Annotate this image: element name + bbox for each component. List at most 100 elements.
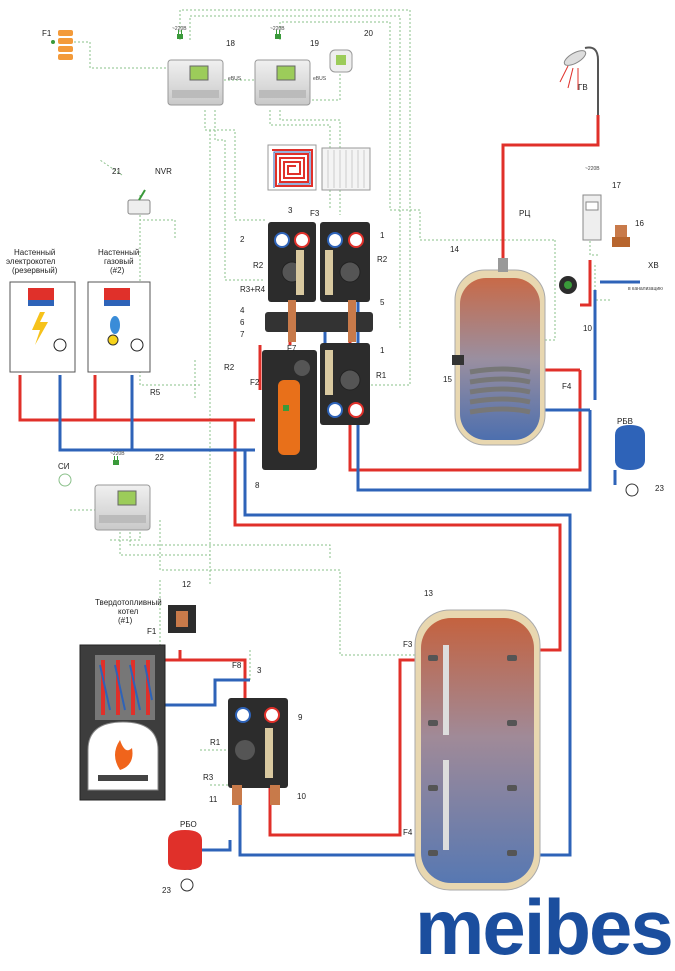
label-ebus-19: eBUS <box>313 76 327 82</box>
num-8: 8 <box>255 481 260 490</box>
manifold-6 <box>265 300 373 342</box>
pump-group-1-top <box>320 222 370 302</box>
label-f1-b: F1 <box>147 627 157 636</box>
controller-19 <box>254 59 311 106</box>
num-18: 18 <box>226 39 235 48</box>
num-14: 14 <box>450 245 459 254</box>
num-12: 12 <box>182 580 191 589</box>
solid-fuel-boiler <box>79 644 166 801</box>
label-r2-b: R2 <box>377 255 388 264</box>
num-21: 21 <box>112 167 121 176</box>
num-10a: 10 <box>583 324 592 333</box>
num-22: 22 <box>155 453 164 462</box>
thermometer-15-icon <box>452 355 464 365</box>
num-9: 9 <box>298 713 303 722</box>
label-r1-a: R1 <box>376 371 387 380</box>
label-f3-b: F3 <box>403 640 413 649</box>
meibes-logo: meibes <box>415 883 674 971</box>
label-gas-boiler-1: Настенный <box>98 248 139 257</box>
label-solid-boiler-3: (#1) <box>118 616 133 625</box>
label-rbv: РБВ <box>617 417 633 426</box>
num-1a: 1 <box>380 231 385 240</box>
num-3a: 3 <box>288 206 293 215</box>
circulation-pump-icon <box>559 276 577 294</box>
label-solid-boiler-1: Твердотопливный <box>95 598 162 607</box>
plug-22-icon <box>113 456 119 465</box>
room-thermostat-20 <box>329 49 353 73</box>
num-20: 20 <box>364 29 373 38</box>
label-f1-top: F1 <box>42 29 52 38</box>
outdoor-sensor-icon <box>58 473 72 487</box>
meter-17 <box>582 194 602 241</box>
expansion-vessel-rbo <box>168 830 202 892</box>
pump-group-1-bottom <box>320 343 370 425</box>
label-rbo: РБО <box>180 820 197 829</box>
num-23b: 23 <box>162 886 171 895</box>
label-r5: R5 <box>150 388 161 397</box>
label-r2-a: R2 <box>253 261 264 270</box>
label-si: СИ <box>58 462 70 471</box>
label-hv: ХВ <box>648 261 659 270</box>
num-19: 19 <box>310 39 319 48</box>
num-13: 13 <box>424 589 433 598</box>
label-rc: РЦ <box>519 209 530 218</box>
num-15: 15 <box>443 375 452 384</box>
label-solid-boiler-2: котел <box>118 607 139 616</box>
num-23a: 23 <box>655 484 664 493</box>
pump-group-2 <box>268 222 316 302</box>
label-r3-b: R3 <box>203 773 214 782</box>
num-17: 17 <box>612 181 621 190</box>
dhw-tank-14 <box>454 258 546 446</box>
label-voltage-17: ~220В <box>585 166 600 172</box>
hydraulic-separator-8 <box>262 350 317 470</box>
num-3b: 3 <box>257 666 262 675</box>
num-16: 16 <box>635 219 644 228</box>
switch-21 <box>127 189 151 215</box>
label-f8: F8 <box>232 661 242 670</box>
label-r2-c: R2 <box>224 363 235 372</box>
num-5: 5 <box>380 298 385 307</box>
floor-heating-loop <box>267 144 317 191</box>
expansion-vessel-rbv <box>615 425 645 497</box>
label-r1-b: R1 <box>210 738 221 747</box>
label-nvr: NVR <box>155 167 172 176</box>
num-2: 2 <box>240 235 245 244</box>
label-electric-boiler-3: (резервный) <box>12 266 58 275</box>
label-electric-boiler-2: электрокотел <box>6 257 56 266</box>
label-f3-a: F3 <box>310 209 320 218</box>
radiator <box>321 147 371 191</box>
label-voltage-19: ~220В <box>270 26 285 32</box>
label-gas-boiler-2: газовый <box>104 257 134 266</box>
plug-18-icon <box>177 30 183 39</box>
valve-12 <box>168 605 196 633</box>
label-f4-a: F4 <box>562 382 572 391</box>
sensor-f1-icon <box>51 30 73 60</box>
mixing-valve-16 <box>612 225 630 247</box>
buffer-tank-13 <box>414 609 541 891</box>
label-to-sewer: в канализацию <box>628 286 663 292</box>
label-f7: F7 <box>287 344 297 353</box>
label-r3r4: R3+R4 <box>240 285 266 294</box>
label-f4-b: F4 <box>403 828 413 837</box>
label-gv: ГВ <box>578 83 588 92</box>
num-7: 7 <box>240 330 245 339</box>
label-gas-boiler-3: (#2) <box>110 266 125 275</box>
controller-22 <box>94 484 151 531</box>
controller-18 <box>167 59 224 106</box>
label-ebus-18: eBUS <box>228 76 242 82</box>
num-4: 4 <box>240 306 245 315</box>
num-10b: 10 <box>297 792 306 801</box>
label-voltage-18: ~220В <box>172 26 187 32</box>
gas-boiler <box>87 281 151 373</box>
pump-group-9 <box>228 698 288 805</box>
plug-19-icon <box>275 30 281 39</box>
label-voltage-22: ~220В <box>110 451 125 457</box>
num-1b: 1 <box>380 346 385 355</box>
num-6: 6 <box>240 318 245 327</box>
label-electric-boiler-1: Настенный <box>14 248 55 257</box>
label-f2: F2 <box>250 378 260 387</box>
electric-boiler <box>9 281 76 373</box>
num-11: 11 <box>209 795 218 804</box>
shower-icon <box>559 46 599 115</box>
